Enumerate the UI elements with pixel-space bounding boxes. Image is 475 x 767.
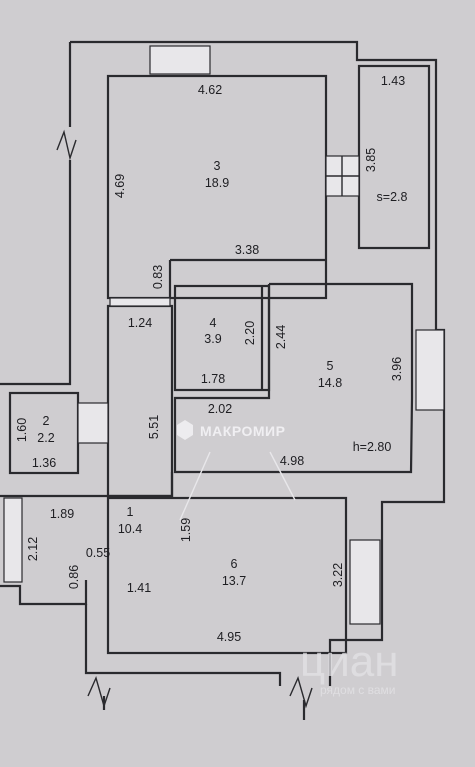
dimension-label: 1.36 [32, 456, 56, 470]
dimension-label: 1.59 [179, 518, 193, 542]
room-number: 2 [43, 414, 50, 428]
room-area: 14.8 [318, 376, 342, 390]
dimension-label: 2.20 [243, 321, 257, 345]
agency-logo-icon [177, 420, 193, 440]
agency-name: МАКРОМИР [200, 423, 285, 439]
cian-logo-text: циан [300, 637, 399, 686]
dimension-label: 3.96 [390, 357, 404, 381]
windows [3, 45, 445, 625]
dimension-label: 1.60 [15, 418, 29, 442]
dimension-label: 0.83 [151, 265, 165, 289]
ceiling-height: h=2.80 [353, 440, 392, 454]
room-number: 6 [231, 557, 238, 571]
dimension-label: 3.85 [364, 148, 378, 172]
cian-watermark: циан рядом с вами [300, 637, 399, 697]
cian-tagline: рядом с вами [320, 683, 396, 697]
agency-watermark: МАКРОМИР [177, 420, 285, 440]
dimension-label: 1.41 [127, 581, 151, 595]
room-labels: 3 18.9 4 3.9 5 14.8 2 2.2 1 10.4 6 13.7 [37, 159, 342, 588]
dimension-label: 4.62 [198, 83, 222, 97]
dimension-label: 2.44 [274, 325, 288, 349]
room-area: 3.9 [204, 332, 221, 346]
dimension-label: 1.89 [50, 507, 74, 521]
dimension-label: 4.69 [113, 174, 127, 198]
window-top [149, 45, 211, 75]
dimension-labels: 4.62 1.43 4.69 3.85 s=2.8 3.38 0.83 1.24… [15, 74, 408, 644]
window-room2 [77, 402, 109, 444]
dimension-label: 0.86 [67, 565, 81, 589]
dimension-label: 0.55 [86, 546, 110, 560]
balcony-area: s=2.8 [377, 190, 408, 204]
room-area: 13.7 [222, 574, 246, 588]
room-area: 2.2 [37, 431, 54, 445]
corridor-pass [109, 297, 171, 307]
dimension-label: 4.95 [217, 630, 241, 644]
dimension-label: 2.12 [26, 537, 40, 561]
room-number: 1 [127, 505, 134, 519]
dimension-label: 1.78 [201, 372, 225, 386]
dimension-label: 1.24 [128, 316, 152, 330]
room-number: 4 [210, 316, 217, 330]
dimension-label: 1.43 [381, 74, 405, 88]
dimension-label: 3.38 [235, 243, 259, 257]
dimension-label: 2.02 [208, 402, 232, 416]
window-right-room6 [349, 539, 381, 625]
room-area: 10.4 [118, 522, 142, 536]
dimension-label: 3.22 [331, 563, 345, 587]
room-number: 5 [327, 359, 334, 373]
dimension-label: 4.98 [280, 454, 304, 468]
window-left-hall [3, 497, 23, 583]
room-area: 18.9 [205, 176, 229, 190]
window-right-room5 [415, 329, 445, 411]
room-number: 3 [214, 159, 221, 173]
dimension-label: 5.51 [147, 415, 161, 439]
